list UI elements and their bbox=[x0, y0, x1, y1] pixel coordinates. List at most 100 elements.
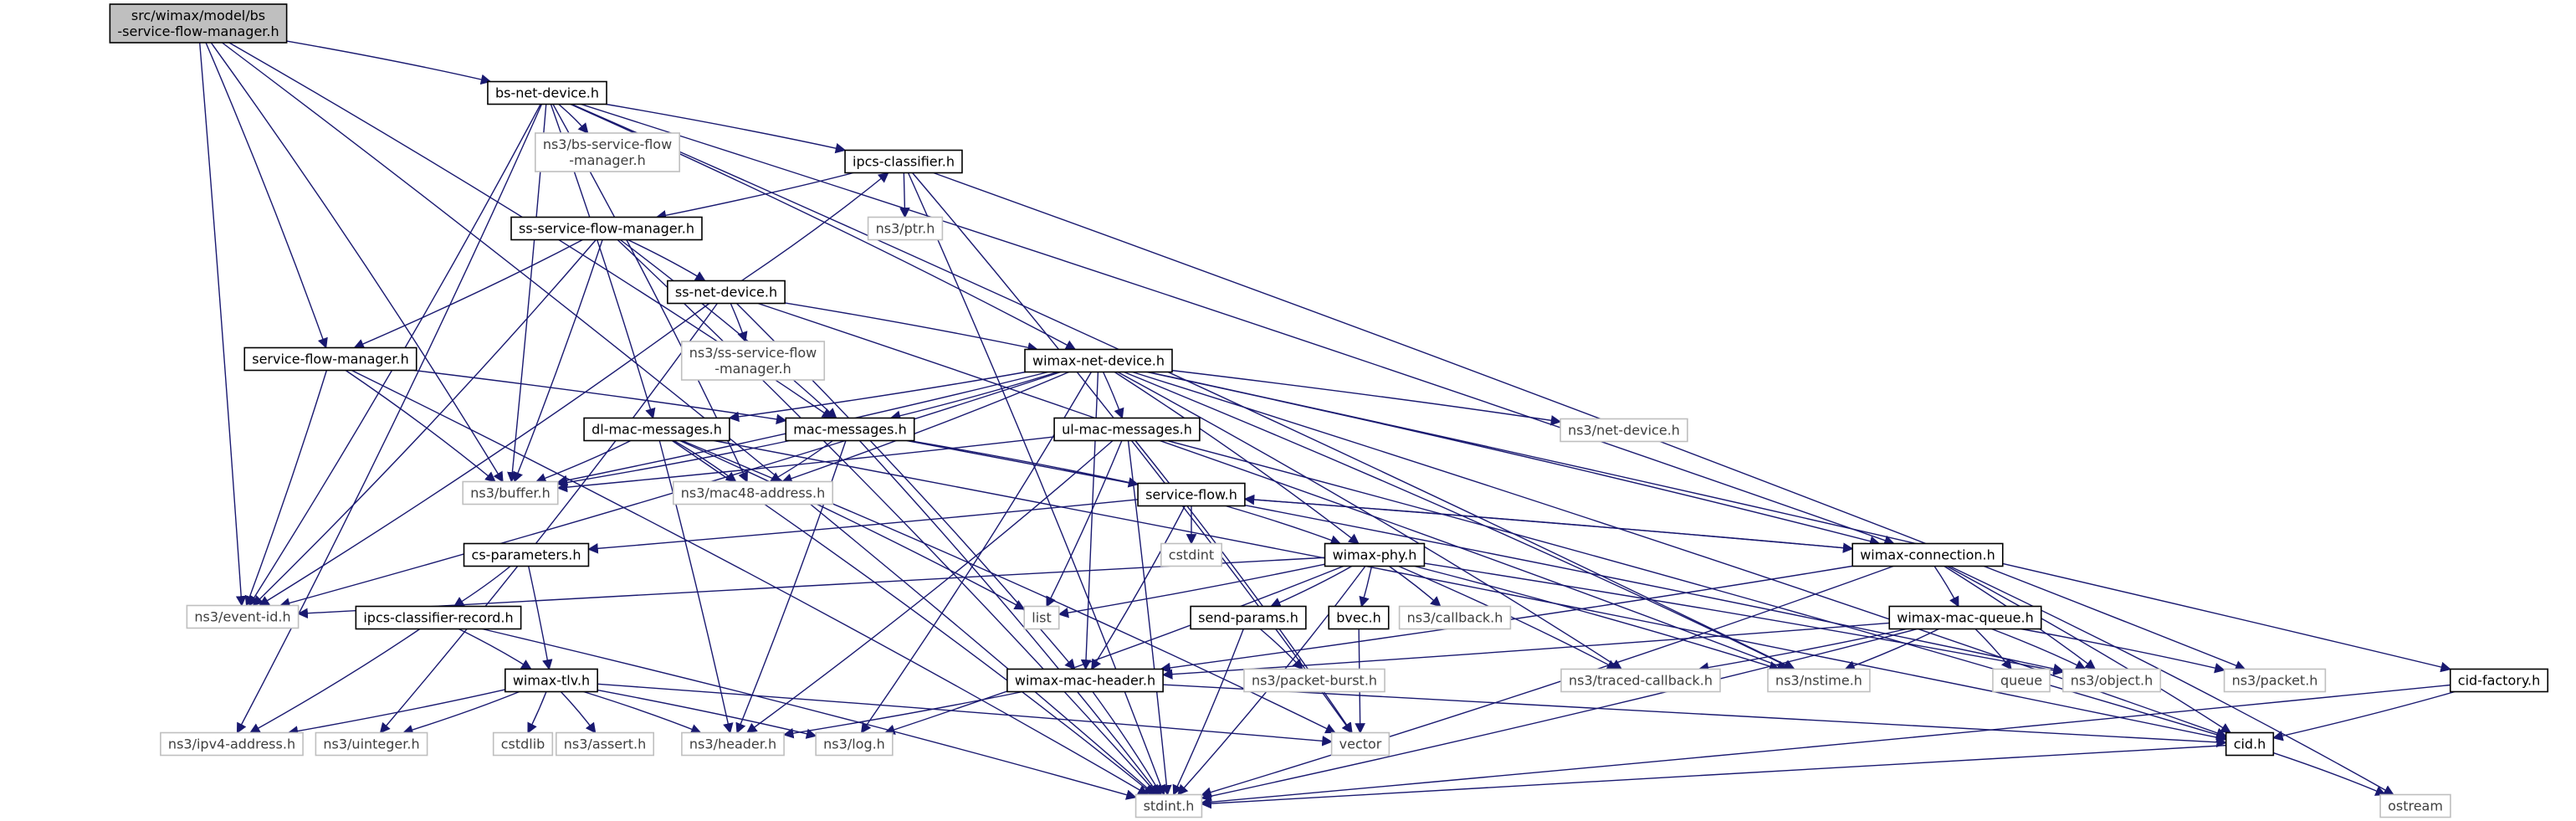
node-label: cid-factory.h bbox=[2458, 673, 2540, 689]
node-ul-mac[interactable]: ul-mac-messages.h bbox=[1053, 417, 1201, 442]
edge-wimax-net-device-to-traced-callback bbox=[1117, 371, 1623, 670]
node-label: wimax-tlv.h bbox=[513, 673, 590, 689]
node-label: ns3/ipv4-address.h bbox=[168, 736, 295, 752]
node-box bbox=[1888, 605, 2042, 630]
node-bs-net-device[interactable]: bs-net-device.h bbox=[487, 80, 607, 105]
node-box bbox=[487, 80, 607, 105]
node-cs-parameters[interactable]: cs-parameters.h bbox=[463, 542, 590, 567]
edge-bs-net-device-to-ipcs-classifier bbox=[606, 103, 847, 154]
node-dl-mac[interactable]: dl-mac-messages.h bbox=[583, 417, 730, 442]
node-box bbox=[583, 417, 730, 442]
edge-cid-factory-to-stdint bbox=[1201, 684, 2451, 808]
node-label: dl-mac-messages.h bbox=[592, 422, 722, 438]
node-wimax-connection[interactable]: wimax-connection.h bbox=[1851, 542, 2004, 567]
edge-wimax-net-device-to-wimax-phy bbox=[1114, 371, 1360, 545]
node-label: ns3/buffer.h bbox=[470, 485, 551, 501]
edge-wimax-phy-to-nstime bbox=[1414, 565, 1780, 672]
node-box bbox=[463, 542, 590, 567]
node-mac-messages[interactable]: mac-messages.h bbox=[785, 417, 915, 442]
node-label: ns3/event-id.h bbox=[194, 609, 290, 625]
edge-wimax-phy-to-log bbox=[883, 565, 1344, 735]
edge-wimax-tlv-to-ipv4 bbox=[287, 689, 505, 736]
node-box bbox=[1324, 542, 1426, 567]
node-box bbox=[844, 149, 963, 174]
node-wimax-tlv[interactable]: wimax-tlv.h bbox=[504, 668, 598, 693]
node-box bbox=[785, 417, 915, 442]
edge-wimax-net-device-to-wimax-mac-header bbox=[1080, 372, 1099, 670]
node-mac48: ns3/mac48-address.h bbox=[672, 480, 834, 505]
node-packet-burst: ns3/packet-burst.h bbox=[1243, 668, 1385, 693]
edge-wimax-connection-to-service-flow bbox=[1243, 494, 1853, 550]
node-cstdlib: cstdlib bbox=[492, 731, 554, 757]
node-wimax-net-device[interactable]: wimax-net-device.h bbox=[1024, 348, 1173, 373]
edge-ss-sfm-to-service-flow-manager bbox=[353, 239, 583, 349]
node-label: service-flow-manager.h bbox=[252, 351, 408, 367]
node-net-device: ns3/net-device.h bbox=[1559, 418, 1688, 443]
node-ipcs-classifier[interactable]: ipcs-classifier.h bbox=[844, 149, 963, 174]
node-ss-net-device[interactable]: ss-net-device.h bbox=[667, 280, 786, 305]
node-label: wimax-net-device.h bbox=[1032, 353, 1165, 369]
edge-wimax-phy-to-callback bbox=[1388, 565, 1442, 608]
edge-mac-messages-to-mac48 bbox=[769, 439, 833, 483]
edge-ss-net-device-to-ipcs-classifier bbox=[740, 172, 889, 282]
node-box bbox=[1023, 605, 1060, 630]
edge-ul-mac-to-list bbox=[1046, 440, 1123, 608]
edge-service-flow-to-wimax-phy bbox=[1225, 505, 1342, 546]
edge-ss-sfm-to-stdint bbox=[617, 239, 1159, 796]
edge-cs-parameters-to-wimax-tlv bbox=[528, 566, 553, 670]
node-service-flow-manager[interactable]: service-flow-manager.h bbox=[243, 346, 417, 372]
node-box bbox=[462, 480, 559, 505]
edge-wimax-connection-to-wimax-mac-header bbox=[1160, 565, 1853, 674]
node-cid-factory[interactable]: cid-factory.h bbox=[2449, 668, 2549, 693]
edge-wimax-mac-header-to-cid bbox=[1163, 684, 2227, 748]
node-box bbox=[672, 480, 834, 505]
edge-ss-sfm-to-event-id bbox=[252, 239, 597, 607]
edge-ss-sfm-to-ss-net-device bbox=[627, 239, 706, 282]
edge-root-to-bs-net-device bbox=[286, 40, 492, 85]
node-packet: ns3/packet.h bbox=[2223, 668, 2327, 693]
node-wimax-mac-header[interactable]: wimax-mac-header.h bbox=[1006, 668, 1164, 693]
node-box bbox=[1992, 668, 2051, 693]
edge-wimax-net-device-to-cid-factory bbox=[1148, 371, 2451, 673]
node-ss-sfm-ext: ns3/ss-service-flow-manager.h bbox=[680, 341, 826, 381]
node-box bbox=[1243, 668, 1385, 693]
node-uinteger: ns3/uinteger.h bbox=[315, 731, 428, 757]
node-bs-sfm: ns3/bs-service-flow-manager.h bbox=[535, 132, 680, 172]
node-label: cstdint bbox=[1169, 547, 1214, 563]
node-send-params[interactable]: send-params.h bbox=[1190, 605, 1307, 630]
edge-root-to-service-flow-manager bbox=[205, 42, 328, 349]
node-label: bs-net-device.h bbox=[495, 85, 599, 101]
edge-send-params-to-packet-burst bbox=[1259, 628, 1303, 670]
edge-ipcs-classifier-to-vector bbox=[912, 172, 1353, 734]
node-label: ns3/packet-burst.h bbox=[1252, 673, 1377, 689]
node-wimax-phy[interactable]: wimax-phy.h bbox=[1324, 542, 1426, 567]
node-label: wimax-phy.h bbox=[1333, 547, 1417, 563]
edge-service-flow-manager-to-buffer bbox=[345, 369, 496, 483]
node-label: ns3/ss-service-flow bbox=[689, 345, 817, 361]
node-label: ns3/object.h bbox=[2071, 673, 2153, 689]
node-box bbox=[243, 346, 417, 372]
edge-service-flow-manager-to-stdint bbox=[351, 369, 1149, 796]
edge-wimax-connection-to-cid bbox=[1946, 565, 2232, 734]
node-box bbox=[681, 731, 785, 757]
edge-wimax-mac-queue-to-queue bbox=[1974, 629, 2012, 670]
node-ss-sfm[interactable]: ss-service-flow-manager.h bbox=[510, 216, 703, 241]
node-cid[interactable]: cid.h bbox=[2225, 731, 2275, 757]
node-box bbox=[2223, 668, 2327, 693]
node-wimax-mac-queue[interactable]: wimax-mac-queue.h bbox=[1888, 605, 2042, 630]
node-label: ns3/assert.h bbox=[564, 736, 646, 752]
node-box bbox=[1559, 418, 1688, 443]
node-root[interactable]: src/wimax/model/bs-service-flow-manager.… bbox=[109, 3, 288, 44]
node-object: ns3/object.h bbox=[2061, 668, 2162, 693]
node-label: send-params.h bbox=[1198, 610, 1298, 626]
node-ipcs-cr[interactable]: ipcs-classifier-record.h bbox=[355, 605, 522, 630]
node-box bbox=[815, 731, 894, 757]
node-service-flow[interactable]: service-flow.h bbox=[1137, 482, 1246, 507]
edge-ul-mac-to-stdint bbox=[1127, 440, 1172, 796]
node-bvec[interactable]: bvec.h bbox=[1328, 605, 1390, 630]
edge-dl-mac-to-list bbox=[679, 439, 1026, 610]
node-label: ss-service-flow-manager.h bbox=[519, 221, 694, 237]
edge-ul-mac-to-header bbox=[745, 439, 1114, 734]
edge-wimax-phy-to-send-params bbox=[1270, 565, 1353, 608]
edge-ss-net-device-to-ss-sfm-ext bbox=[730, 303, 748, 343]
